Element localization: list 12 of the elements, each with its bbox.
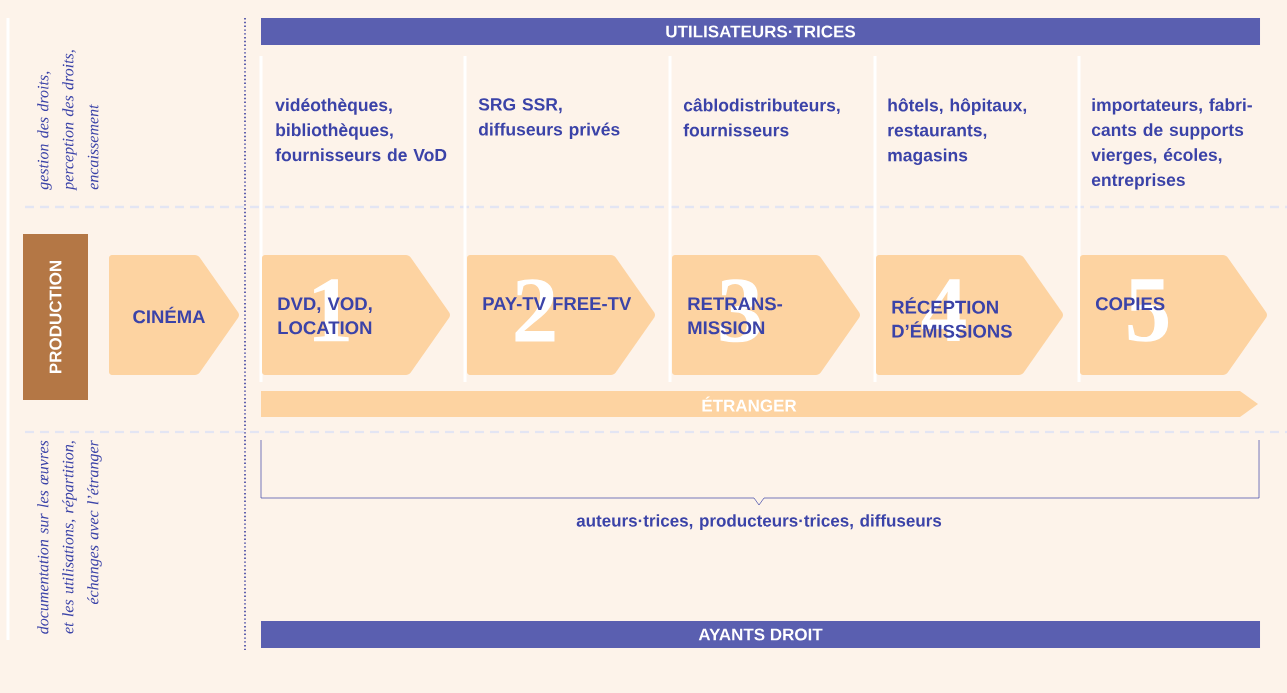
side-note: documentation sur les œuvres et les utilisations, répartition, échanges avec l’étranger <box>37 440 102 634</box>
title-bar: UTILISATEURS·TRICES <box>261 18 1260 45</box>
user-text: SRG SSR, diffuseurs privés <box>478 98 620 140</box>
production-box: PRODUCTION <box>23 234 88 400</box>
side-note: gestion des droits, perception des droits, encaissement <box>37 50 99 191</box>
user-text: vidéothèques, bibliothèques, fournisseurs de VoD <box>275 98 447 162</box>
bracket-text: auteurs·trices, producteurs·trices, diffuseurs <box>576 514 942 531</box>
user-text: câblodistributeurs, fournisseurs <box>683 98 840 137</box>
user-text: importateurs, fabri- cants de supports vierges, écoles, entreprises <box>1091 98 1252 190</box>
user-text: hôtels, hôpitaux, restaurants, magasins <box>888 98 1027 165</box>
title-bar: AYANTS DROIT <box>261 621 1260 648</box>
chevron-step: CINÉMA <box>109 255 239 375</box>
